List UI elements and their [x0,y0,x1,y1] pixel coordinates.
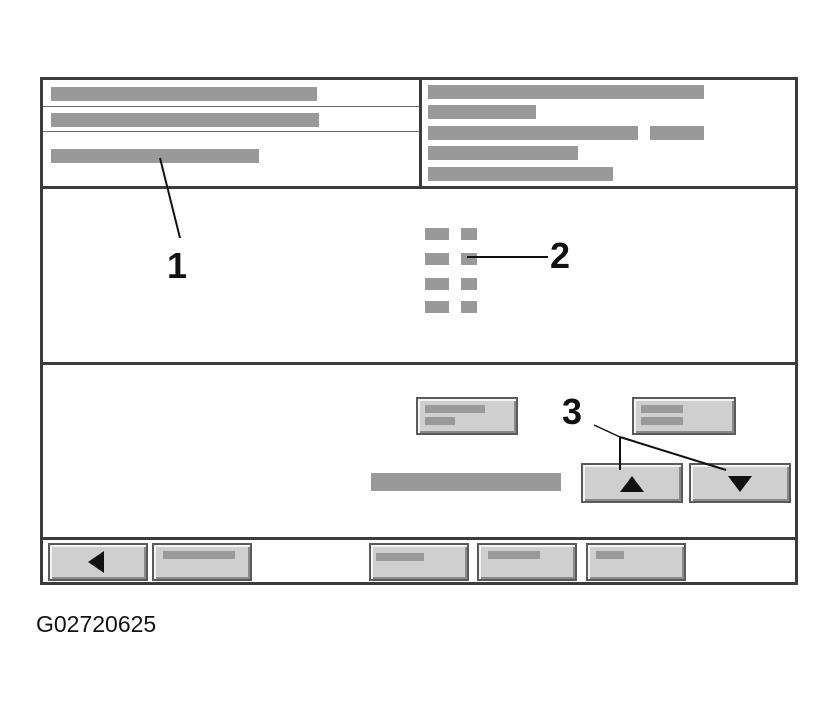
header-right-text-line-2 [428,105,536,119]
value-grid-cell [425,301,449,313]
header-bottom-divider [43,186,795,189]
arrow-up-icon [620,476,644,492]
header-left-row-line-2 [43,131,419,132]
callout-3: 3 [562,391,583,432]
option-button-1[interactable] [416,397,518,435]
option-button-2[interactable] [632,397,736,435]
header-right-text-line-3 [428,126,638,140]
status-text-line [371,473,561,491]
back-arrow-left-icon [88,551,104,573]
value-grid-cell [461,278,477,290]
scroll-down-button[interactable] [689,463,791,503]
header-right-text-line-4 [428,146,578,160]
figure-id: G02720625 [36,611,157,637]
softkey-row-divider [43,537,795,540]
header-left-text-line-3 [51,149,259,163]
callout-2: 2 [550,235,571,276]
header-right-text-line-1 [428,85,704,99]
header-left-row-line-1 [43,106,419,107]
value-grid-cell [425,253,449,265]
header-right-text-line-5 [428,167,613,181]
callout-1: 1 [167,245,188,286]
callout-3-leader-down [619,436,727,471]
header-right-text-line-3b [650,126,704,140]
header-left-text-line-1 [51,87,317,101]
scroll-up-button[interactable] [581,463,683,503]
softkey-button-4[interactable] [477,543,577,581]
arrow-down-icon [728,476,752,492]
value-grid-cell [425,228,449,240]
callout-3-leader-a [593,424,621,438]
content-bottom-divider [43,362,795,365]
header-left-text-line-2 [51,113,319,127]
back-button[interactable] [48,543,148,581]
value-grid-cell [461,228,477,240]
display-screen [40,77,798,585]
softkey-button-3[interactable] [369,543,469,581]
value-grid-cell [425,278,449,290]
header-divider-vertical [419,80,422,186]
softkey-button-2[interactable] [152,543,252,581]
softkey-button-5[interactable] [586,543,686,581]
value-grid-cell [461,301,477,313]
callout-1-leader [159,157,181,239]
